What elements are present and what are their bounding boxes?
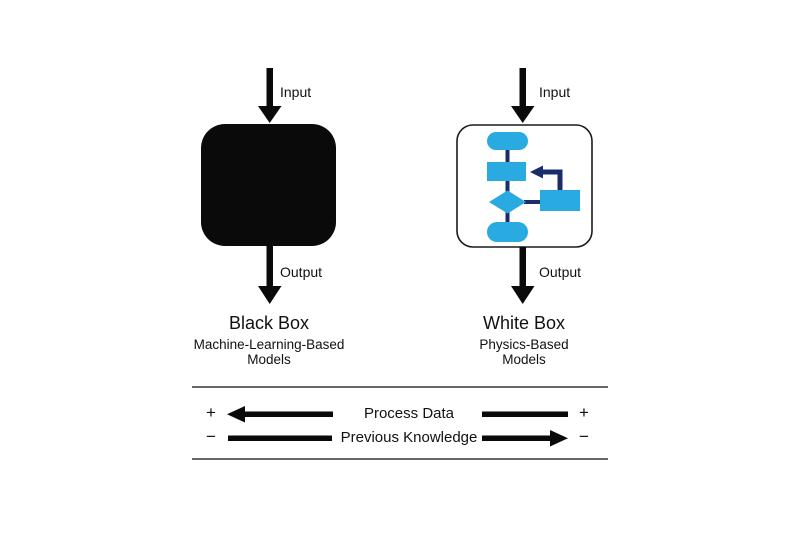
process-data-left-sign: + xyxy=(206,403,216,422)
flowchart-feedback-step xyxy=(540,190,580,211)
black-box-subtitle2: Models xyxy=(247,352,291,367)
white-box-subtitle: Physics-Based xyxy=(479,337,569,352)
right-input-label: Input xyxy=(539,84,571,100)
previous-knowledge-label: Previous Knowledge xyxy=(340,429,478,446)
previous-knowledge-left-segment xyxy=(228,435,332,441)
right-input-arrow-icon xyxy=(511,68,535,123)
black-box-caption: Black Box Machine-Learning-Based Models xyxy=(159,313,379,367)
left-output-arrow-icon xyxy=(258,246,282,304)
previous-knowledge-left-sign: − xyxy=(206,427,216,446)
white-box-subtitle2: Models xyxy=(502,352,546,367)
black-box-shape xyxy=(201,124,336,246)
flowchart-process-step xyxy=(487,162,526,181)
flowchart-feedback-arrow-icon xyxy=(530,165,563,191)
left-output-label: Output xyxy=(280,264,323,280)
flowchart-nodes xyxy=(487,132,580,242)
process-data-label: Process Data xyxy=(363,405,455,422)
black-box-subtitle: Machine-Learning-Based xyxy=(193,337,345,352)
flowchart-start-terminator xyxy=(487,132,528,150)
white-box-caption: White Box Physics-Based Models xyxy=(414,313,634,367)
previous-knowledge-right-sign: − xyxy=(579,427,589,446)
black-box-title: Black Box xyxy=(228,313,310,333)
left-input-arrow-icon xyxy=(258,68,282,123)
right-output-label: Output xyxy=(539,264,582,280)
flowchart-decision-diamond xyxy=(489,190,526,214)
right-output-arrow-icon xyxy=(511,247,535,304)
flowchart-end-terminator xyxy=(487,222,528,242)
process-data-right-sign: + xyxy=(579,403,589,422)
left-input-label: Input xyxy=(280,84,312,100)
previous-knowledge-right-arrow-icon xyxy=(482,430,568,447)
process-data-left-arrow-icon xyxy=(227,406,333,423)
process-data-right-segment xyxy=(482,411,568,417)
white-box-title: White Box xyxy=(482,313,566,333)
